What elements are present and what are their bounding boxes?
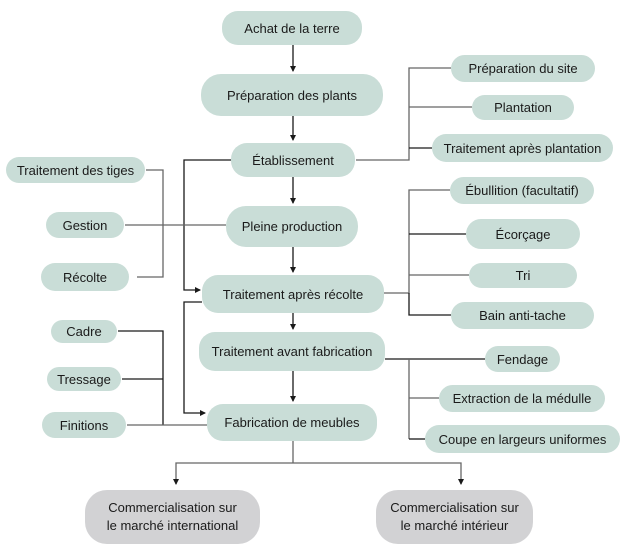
node-etablissement: Établissement: [231, 143, 355, 177]
market-dom-line1: Commercialisation sur: [390, 500, 519, 515]
link-tar-fab: [183, 301, 206, 416]
node-bain-anti-tache: Bain anti-tache: [451, 302, 594, 329]
node-traitement-avant-fabrication: Traitement avant fabrication: [199, 332, 385, 371]
node-plantation: Plantation: [472, 95, 574, 120]
node-gestion: Gestion: [46, 212, 124, 238]
node-pleine-production: Pleine production: [226, 206, 358, 247]
link-cadre: [118, 330, 164, 425]
node-recolte: Récolte: [41, 263, 129, 291]
node-fabrication-de-meubles: Fabrication de meubles: [207, 404, 377, 441]
node-marche-interieur: Commercialisation sur le marché intérieu…: [376, 490, 533, 544]
node-extraction-de-la-medulle: Extraction de la médulle: [439, 385, 605, 412]
link-bain: [408, 293, 451, 316]
node-fendage: Fendage: [485, 346, 560, 372]
node-marche-international: Commercialisation sur le marché internat…: [85, 490, 260, 544]
market-intl-line1: Commercialisation sur: [108, 500, 237, 515]
node-ecorcage: Écorçage: [466, 219, 580, 249]
market-intl-line2: le marché international: [106, 518, 239, 533]
node-finitions: Finitions: [42, 412, 126, 438]
node-coupe-en-largeurs-uniformes: Coupe en largeurs uniformes: [425, 425, 620, 453]
node-cadre: Cadre: [51, 320, 117, 343]
link-market-dom: [293, 462, 464, 485]
node-preparation-des-plants: Préparation des plants: [201, 74, 383, 116]
link-etab-steps: [356, 67, 451, 161]
node-tressage: Tressage: [47, 367, 121, 391]
link-tar-steps: [384, 189, 450, 294]
link-market-intl: [173, 462, 293, 485]
node-achat-de-la-terre: Achat de la terre: [222, 11, 362, 45]
node-traitement-apres-plantation: Traitement après plantation: [432, 134, 613, 162]
node-ebullition: Ébullition (facultatif): [450, 177, 594, 204]
node-traitement-des-tiges: Traitement des tiges: [6, 157, 145, 183]
link-tiges: [137, 169, 164, 278]
node-traitement-apres-recolte: Traitement après récolte: [202, 275, 384, 313]
node-preparation-du-site: Préparation du site: [451, 55, 595, 82]
market-dom-line2: le marché intérieur: [400, 518, 509, 533]
node-tri: Tri: [469, 263, 577, 288]
